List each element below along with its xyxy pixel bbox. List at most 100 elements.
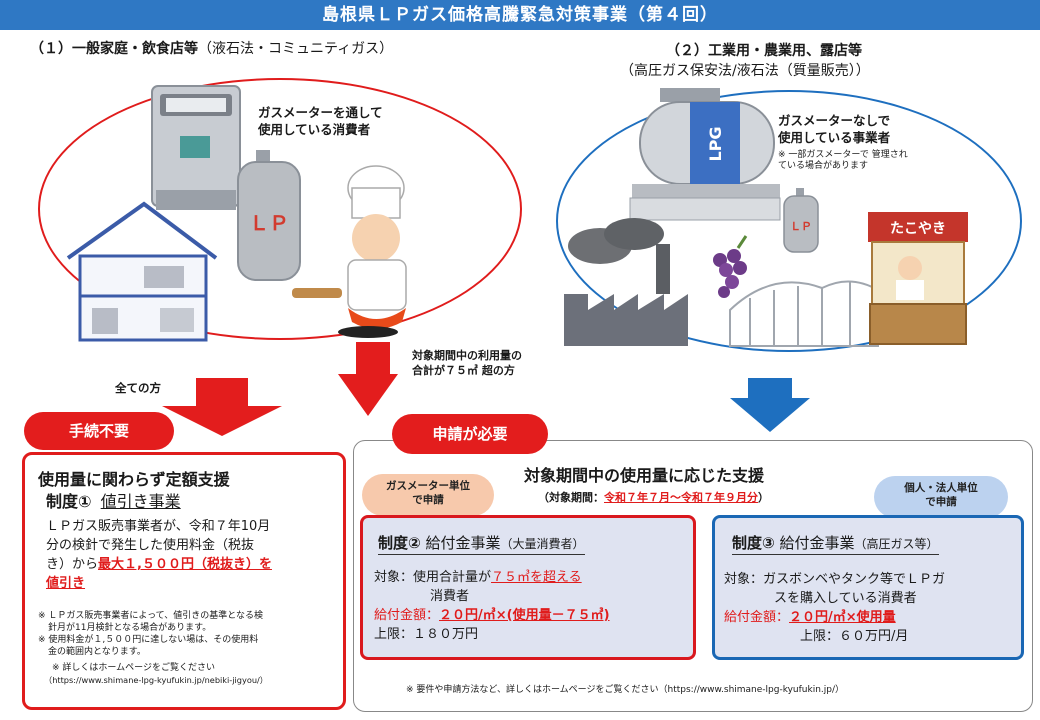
industrial-illustrations: LPG ＬＰ たこやき (564, 88, 968, 347)
system3-body: 対象：ガスボンベやタンク等でＬＰガ スを購入している消費者 給付金額：２０円/㎥… (724, 570, 1020, 646)
application-required-pill: 申請が必要 (392, 414, 548, 454)
food-stall-icon: たこやき (868, 212, 968, 345)
chef-icon (292, 165, 407, 338)
system3-amount-label: 給付金額： (724, 610, 790, 625)
factory-icon (564, 218, 688, 346)
system2-amount-value: ２０円/㎥×(使用量－７５㎥) (439, 608, 610, 623)
system3-target-line2: スを購入している消費者 (774, 591, 917, 606)
note3-line2: （https://www.shimane-lpg-kyufukin.jp/neb… (44, 675, 268, 685)
system1-max-discount: 最大１,５００円（税抜き）を (98, 557, 272, 572)
system2-name: 給付金事業 (425, 534, 501, 552)
right-footer-note: ※ 要件や申請方法など、詳しくはホームページをご覧ください（https://ww… (406, 685, 845, 695)
note2-line2: 金の範囲内となります。 (48, 647, 146, 657)
section2-callout: ガスメーターなしで 使用している事業者 (778, 112, 890, 146)
lp-cylinder-icon: ＬＰ (237, 150, 301, 281)
small-cylinder-label: ＬＰ (790, 220, 812, 233)
per-meter-line1: ガスメーター単位 (386, 480, 470, 492)
gas-meter-icon (151, 85, 241, 210)
section1-heading: （１）一般家庭・飲食店等（液石法・コミュニティガス） (30, 38, 393, 58)
system3-title: 制度③ 給付金事業（高圧ガス等） (732, 532, 939, 555)
section2-callout-line1: ガスメーターなしで (778, 113, 891, 128)
usage-label: 対象期間中の利用量の 合計が７５㎥ 超の方 (412, 348, 522, 378)
section2-note-line2: ている場合があります (778, 161, 869, 171)
section2-note-line1: ※ 一部ガスメーターで 管理され (778, 150, 908, 160)
lpg-tank-icon: LPG (629, 88, 781, 221)
section2-callout-line2: 使用している事業者 (778, 130, 891, 145)
system3-label: 制度③ (732, 534, 775, 552)
system1-body: ＬＰガス販売事業者が、令和７年10月 分の検針で発生した使用料金（税抜 き）から… (46, 517, 338, 593)
system2-limit: 上限：１８０万円 (374, 627, 479, 642)
system2-target-a: 対象：使用合計量が (374, 570, 492, 585)
arrows-left (162, 342, 398, 436)
system2-target: 対象：使用合計量が７５㎥を超える (374, 568, 690, 587)
per-person-pill: 個人・法人単位 で申請 (874, 476, 1008, 518)
system3-paren: （高圧ガス等） (854, 537, 939, 551)
per-person-line2: で申請 (925, 496, 957, 508)
down-arrow-left-icon (162, 378, 282, 436)
system2-body: 対象：使用合計量が７５㎥を超える 消費者 給付金額：２０円/㎥×(使用量－７５㎥… (374, 568, 690, 644)
system2-amount: 給付金額：２０円/㎥×(使用量－７５㎥) (374, 606, 690, 625)
system1-body-line3: き）から最大１,５００円（税抜き）を (46, 555, 338, 574)
household-illustrations: ＬＰ (66, 85, 407, 342)
system2-paren: （大量消費者） (500, 537, 585, 551)
system1-title: 制度① 値引き事業 (46, 488, 181, 512)
stall-label: たこやき (890, 221, 946, 237)
system3-amount: 給付金額：２０円/㎥×使用量 (724, 608, 1020, 627)
house-icon (66, 201, 218, 342)
section1-heading-main: （１）一般家庭・飲食店等 (30, 41, 198, 57)
section1-callout: ガスメーターを通して 使用している消費者 (258, 104, 383, 138)
industrial-oval (556, 90, 1022, 352)
section2-subheading: （高圧ガス保安法/液石法（質量販売）） (620, 63, 870, 79)
section1-callout-line2: 使用している消費者 (258, 122, 371, 137)
usage-label-line1: 対象期間中の利用量の (412, 349, 522, 362)
system1-body-line1: ＬＰガス販売事業者が、令和７年10月 (46, 519, 271, 534)
system1-name: 値引き事業 (100, 492, 181, 511)
system2-title: 制度② 給付金事業（大量消費者） (378, 532, 585, 555)
page-title: 島根県ＬＰガス価格高騰緊急対策事業（第４回） (0, 0, 1040, 30)
system3-name: 給付金事業 (779, 534, 855, 552)
usage-label-line2: 合計が７５㎥ 超の方 (412, 364, 515, 377)
system2-box (360, 515, 696, 660)
system1-body-line2: 分の検針で発生した使用料金（税抜 (46, 538, 255, 553)
system3-box (712, 515, 1024, 660)
period-close: ） (758, 491, 769, 504)
note3-line1: ※ 詳しくはホームページをご覧ください (52, 663, 215, 673)
all-label: 全ての方 (115, 381, 161, 395)
system2-target-b: ７５㎥を超える (491, 570, 582, 585)
section1-callout-line1: ガスメーターを通して (258, 105, 383, 120)
per-meter-line2: で申請 (412, 494, 444, 506)
lp-cylinder-label: ＬＰ (249, 211, 289, 235)
note2-line1: ※ 使用料金が１,５００円に達しない場は、その使用料 (38, 635, 259, 645)
system2-target-c: 消費者 (430, 589, 470, 604)
system1-body-line3a: き）から (46, 557, 99, 572)
system1-body-line4: 値引き (46, 576, 86, 591)
period-label: （対象期間： (538, 491, 604, 504)
system3-amount-value: ２０円/㎥×使用量 (789, 610, 896, 625)
right-box-heading: 対象期間中の使用量に応じた支援 (524, 466, 765, 485)
household-oval (38, 78, 522, 340)
per-person-line1: 個人・法人単位 (904, 482, 978, 494)
lpg-tank-label: LPG (706, 126, 725, 161)
section2-heading: （２）工業用・農業用、露店等 (666, 43, 862, 59)
fixed-support-box (22, 452, 346, 710)
grapes-icon (713, 235, 748, 298)
system1-label: 制度① (46, 492, 92, 511)
note1-line2: 針月が11月検針となる場合があります。 (48, 623, 212, 633)
arrow-right (730, 378, 810, 432)
system2-label: 制度② (378, 534, 421, 552)
section1-subheading: （液石法・コミュニティガス） (198, 41, 394, 57)
system2-amount-label: 給付金額： (374, 608, 440, 623)
down-arrow-right-icon (730, 378, 810, 432)
small-lp-cylinder-icon: ＬＰ (783, 188, 819, 253)
period-value: 令和７年７月～令和７年９月分 (604, 491, 758, 504)
system3-limit: 上限：６０万円/月 (800, 629, 909, 644)
greenhouse-icon (729, 280, 879, 347)
per-meter-pill: ガスメーター単位 で申請 (362, 474, 494, 516)
left-box-heading: 使用量に関わらず定額支援 (38, 470, 230, 489)
note1-line1: ※ ＬＰガス販売事業者によって、値引きの基準となる検 (38, 611, 263, 621)
system3-target-line1: 対象：ガスボンベやタンク等でＬＰガ (724, 572, 946, 587)
section2-note: ※ 一部ガスメーターで 管理され ている場合があります (778, 150, 908, 172)
no-procedure-pill: 手続不要 (24, 412, 174, 450)
down-arrow-center-icon (338, 342, 398, 416)
period-line: （対象期間：令和７年７月～令和７年９月分） (538, 489, 769, 505)
